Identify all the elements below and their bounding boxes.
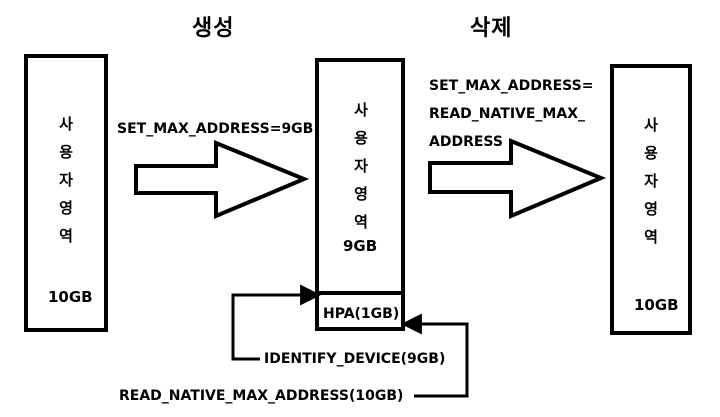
delete-arrow: [428, 138, 607, 220]
delete-label-line-1: SET_MAX_ADDRESS=: [429, 78, 594, 94]
right-char-1: 사: [644, 116, 658, 134]
left-char-5: 역: [59, 227, 73, 245]
delete-label-line-3: ADDRESS: [429, 134, 503, 150]
middle-panel-box: [315, 58, 405, 331]
left-panel-size: 10GB: [48, 288, 93, 306]
hpa-label: HPA(1GB): [323, 306, 400, 322]
right-panel-label: 사 용 자 영 역: [631, 111, 671, 251]
right-char-4: 영: [644, 200, 658, 218]
right-char-2: 용: [644, 144, 658, 162]
delete-arrow-label: SET_MAX_ADDRESS= READ_NATIVE_MAX_ ADDRES…: [429, 72, 593, 156]
right-char-3: 자: [644, 172, 658, 190]
heading-create: 생성: [192, 16, 235, 41]
heading-delete: 삭제: [470, 16, 513, 41]
create-arrow: [134, 140, 310, 220]
delete-label-line-2: READ_NATIVE_MAX_: [429, 106, 585, 122]
middle-char-2: 용: [354, 129, 368, 147]
right-panel-box: [610, 64, 692, 335]
create-arrow-label: SET_MAX_ADDRESS=9GB: [117, 121, 314, 137]
middle-char-5: 역: [354, 213, 368, 231]
left-panel-box: [24, 54, 108, 332]
left-char-2: 용: [59, 143, 73, 161]
left-char-1: 사: [59, 115, 73, 133]
left-panel-label: 사 용 자 영 역: [46, 110, 86, 250]
read-native-connector: [400, 313, 469, 398]
identify-device-label: IDENTIFY_DEVICE(9GB): [264, 351, 446, 367]
right-panel-size: 10GB: [634, 296, 679, 314]
identify-device-connector: [231, 284, 322, 361]
left-char-3: 자: [59, 171, 73, 189]
middle-panel-label: 사 용 자 영 역: [341, 96, 381, 236]
middle-char-1: 사: [354, 101, 368, 119]
middle-char-4: 영: [354, 185, 368, 203]
left-char-4: 영: [59, 199, 73, 217]
middle-char-3: 자: [354, 157, 368, 175]
read-native-label: READ_NATIVE_MAX_ADDRESS(10GB): [119, 388, 404, 404]
right-char-5: 역: [644, 228, 658, 246]
middle-panel-size: 9GB: [343, 237, 378, 255]
